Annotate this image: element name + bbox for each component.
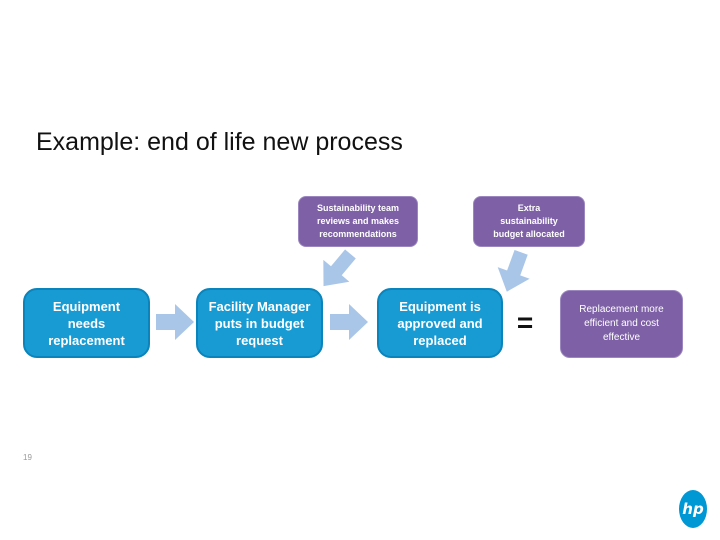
box-line: Extra — [517, 203, 541, 213]
process-box-equipment-needs-replacement: Equipment needs replacement — [23, 288, 150, 358]
hp-logo-text: hp — [682, 500, 704, 518]
box-line: effective — [602, 332, 641, 343]
process-box-facility-manager-request: Facility Manager puts in budget request — [196, 288, 323, 358]
box-line: replaced — [413, 332, 467, 348]
box-line: Facility Manager — [208, 298, 311, 314]
box-line: efficient and cost — [584, 318, 659, 329]
box-line: Equipment — [52, 298, 121, 314]
box-line: reviews and makes — [316, 216, 400, 226]
process-box-equipment-approved: Equipment is approved and replaced — [377, 288, 503, 358]
box-line: replacement — [48, 332, 125, 348]
right-arrow-icon — [156, 304, 194, 340]
box-line: budget allocated — [493, 229, 565, 239]
page-number: 19 — [23, 453, 32, 462]
hp-logo: hp — [679, 490, 707, 528]
box-line: sustainability — [500, 216, 558, 226]
box-line: puts in budget — [214, 315, 305, 331]
box-line: request — [236, 332, 283, 348]
box-line: Equipment is — [399, 298, 481, 314]
equals-sign: = — [516, 307, 534, 338]
box-line: Sustainability team — [316, 203, 400, 213]
box-line: Replacement more — [579, 304, 664, 315]
down-arrow-icon — [310, 243, 363, 297]
box-line: needs — [67, 315, 106, 331]
box-line: recommendations — [319, 229, 397, 239]
slide-title: Example: end of life new process — [36, 128, 403, 156]
process-box-extra-budget: Extra sustainability budget allocated — [473, 196, 585, 247]
right-arrow-icon — [330, 304, 368, 340]
process-box-sustainability-review: Sustainability team reviews and makes re… — [298, 196, 418, 247]
down-arrow-icon — [491, 246, 537, 297]
process-box-replacement-result: Replacement more efficient and cost effe… — [560, 290, 683, 358]
box-line: approved and — [397, 315, 483, 331]
